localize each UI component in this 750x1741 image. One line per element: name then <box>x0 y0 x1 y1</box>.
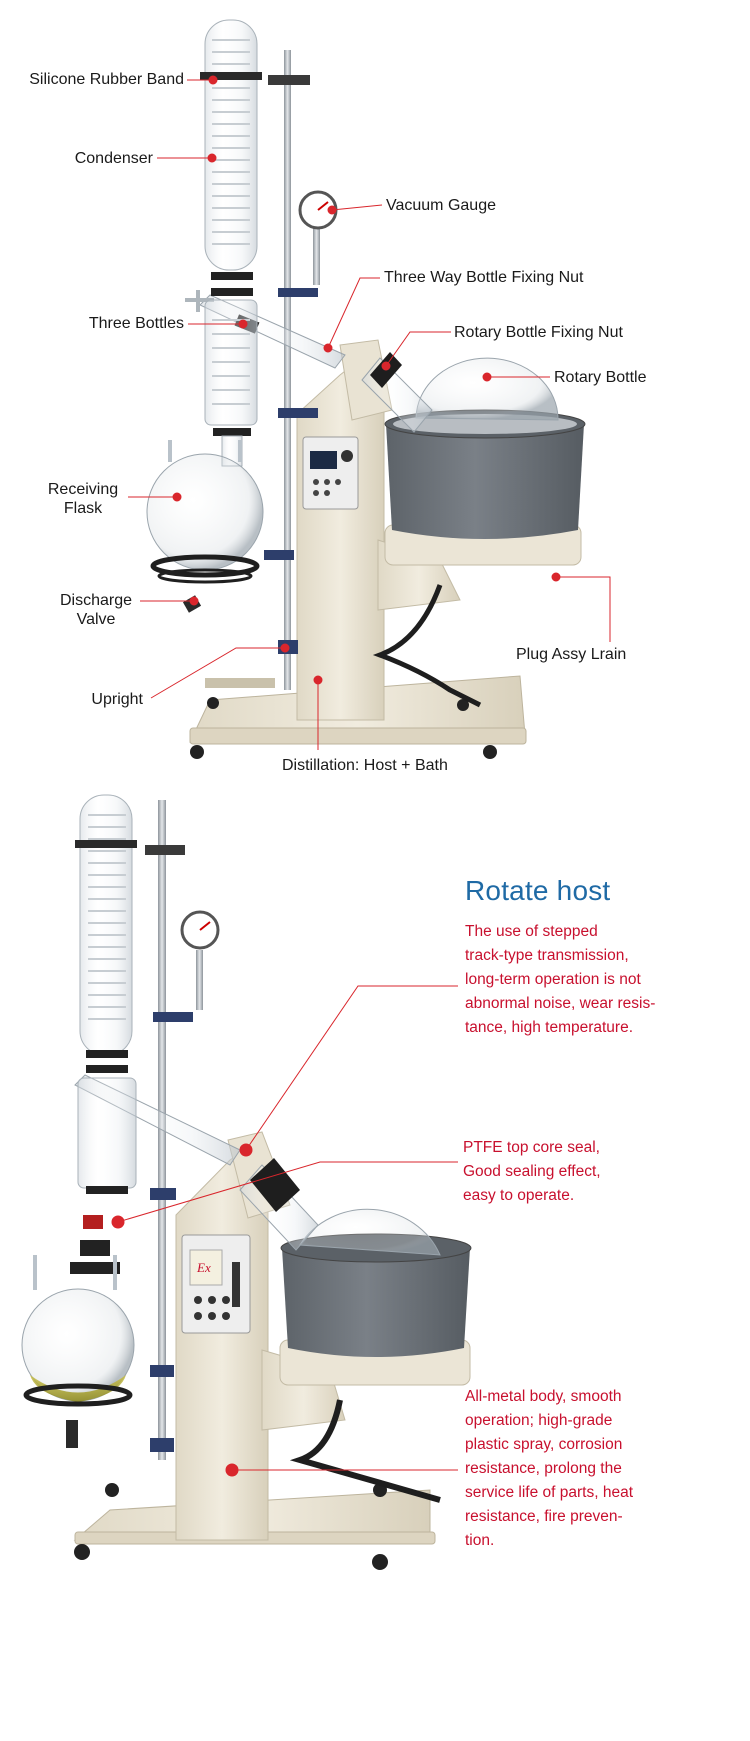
receiving-flask-1 <box>146 428 264 613</box>
annotation-rotate-host: The use of stepped track-type transmissi… <box>465 923 656 1036</box>
water-bath-1 <box>384 409 586 566</box>
host-body-1 <box>296 339 393 721</box>
label-distillation-host-bath: Distillation: Host + Bath <box>282 757 448 774</box>
label-condenser: Condenser <box>74 150 153 167</box>
rotary-flask-1 <box>415 357 559 421</box>
panel-display-text: Ex <box>196 1260 211 1275</box>
label-rotary-bottle-fixing-nut: Rotary Bottle Fixing Nut <box>454 324 623 341</box>
label-receiving-flask: Receiving Flask <box>47 481 119 517</box>
annotation-ptfe-seal: PTFE top core seal, Good sealing effect,… <box>463 1139 601 1204</box>
leaders-1 <box>128 75 611 750</box>
vacuum-gauge-1 <box>298 190 338 285</box>
condenser-1 <box>200 19 262 426</box>
label-three-bottles: Three Bottles <box>88 315 184 332</box>
label-three-way-bottle-fixing-nut: Three Way Bottle Fixing Nut <box>384 269 584 286</box>
evaporator-1 <box>146 19 586 759</box>
evaporator-2: Ex <box>21 794 472 1570</box>
label-upright: Upright <box>91 691 143 708</box>
label-vacuum-gauge: Vacuum Gauge <box>386 197 496 214</box>
label-plug-assy-lrain: Plug Assy Lrain <box>516 646 627 663</box>
label-rotary-bottle: Rotary Bottle <box>554 369 647 386</box>
label-discharge-valve: Discharge Valve <box>59 592 133 628</box>
annotation-metal-body: All-metal body, smooth operation; high-g… <box>465 1388 633 1549</box>
upright-rod-1 <box>284 50 291 690</box>
rotate-host-title: Rotate host <box>465 875 611 906</box>
label-silicone-rubber-band: Silicone Rubber Band <box>29 71 184 88</box>
leaders-2 <box>111 985 458 1477</box>
